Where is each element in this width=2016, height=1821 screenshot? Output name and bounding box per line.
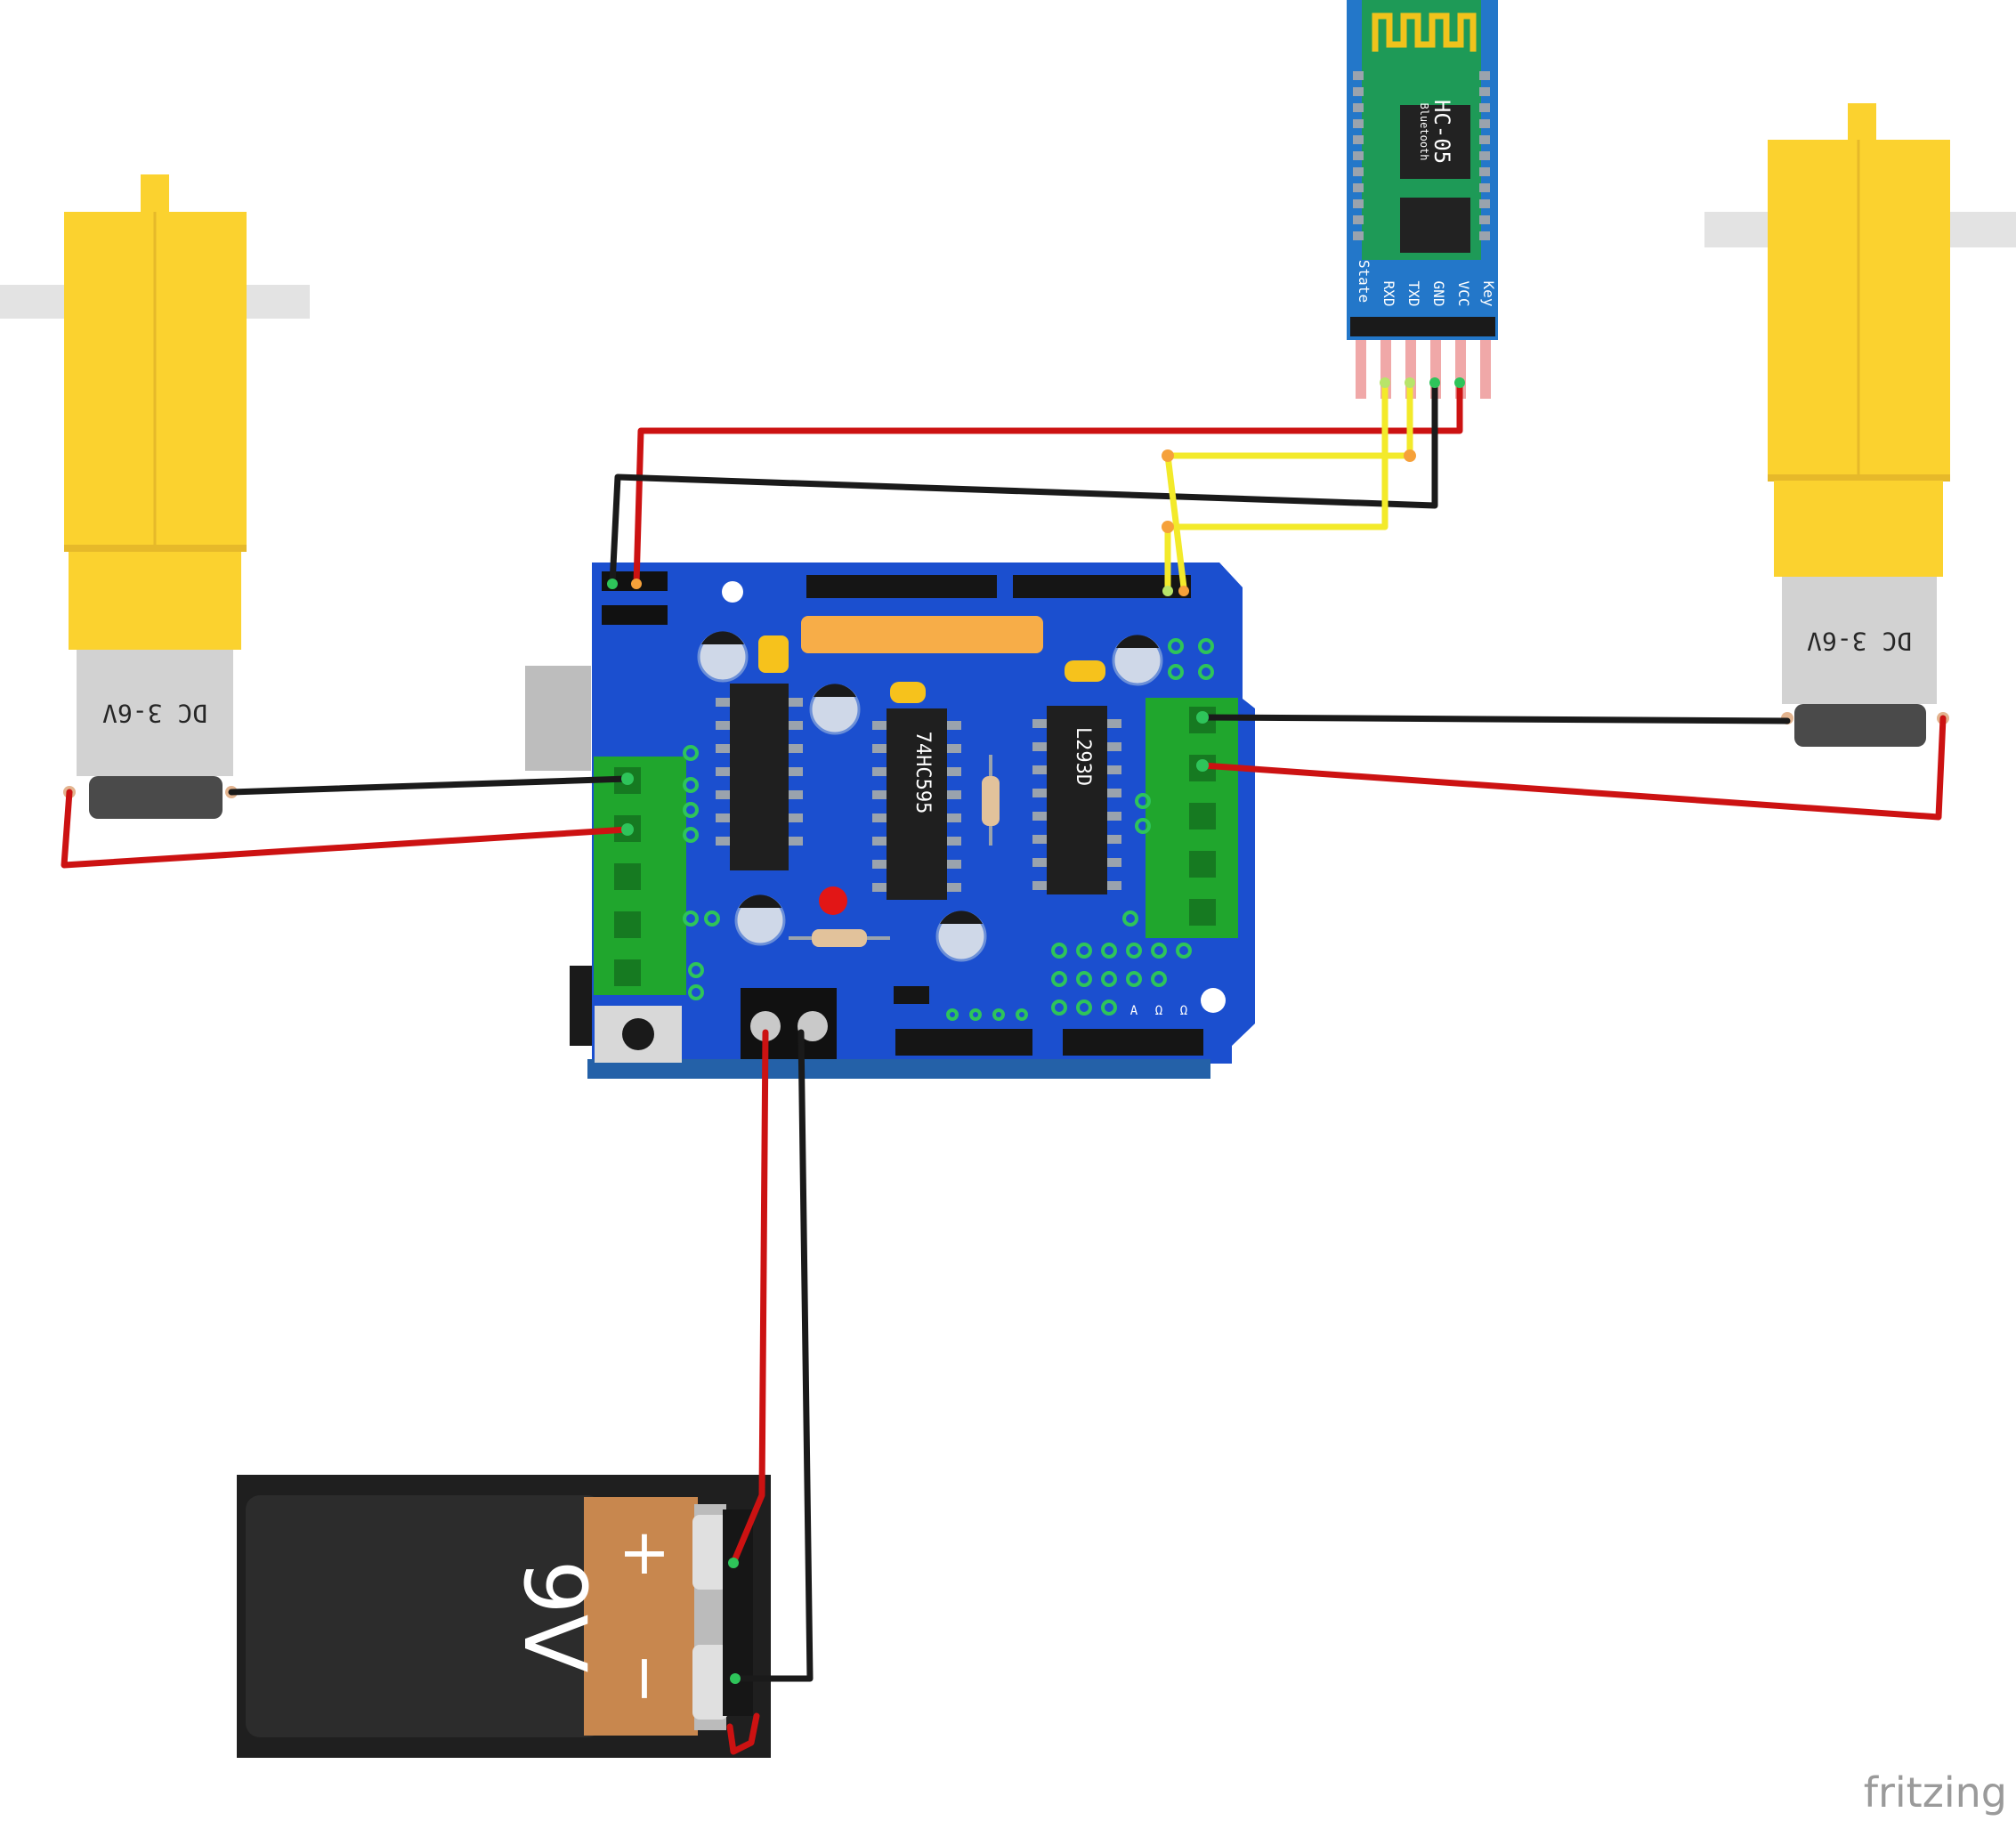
motor-right-cap <box>1794 704 1926 747</box>
bt-pin-label-rxd: RXD <box>1380 281 1397 307</box>
motor-right-label: DC 3-6V <box>1807 627 1912 656</box>
power-terminal <box>741 988 837 1059</box>
wire-bt-rxd-yellow <box>1164 379 1389 591</box>
battery-terminal-minus <box>692 1645 728 1720</box>
bt-side-pads <box>1353 71 1490 240</box>
resistor-network <box>801 616 1043 653</box>
bt-pin-label-state: State <box>1356 260 1372 303</box>
mounting-hole-1 <box>722 581 743 603</box>
wire-motor-right-red <box>1199 715 1947 821</box>
via-pads <box>683 638 1214 1021</box>
shield-board-edge <box>587 1059 1210 1079</box>
wire-bt-gnd-black <box>609 379 1438 587</box>
ic-74hc595-label: 74HC595 <box>911 732 934 814</box>
capacitor-top-left <box>697 631 749 683</box>
wire-motor-left-red <box>61 789 631 869</box>
capacitor-bottom-left <box>734 894 786 946</box>
battery-connector <box>723 1509 753 1716</box>
yellow-cap-2 <box>1065 660 1105 682</box>
motor-left-cap <box>89 776 223 819</box>
analog-labels: A Ω Ω <box>1130 1004 1187 1018</box>
header-bottom <box>894 986 1203 1056</box>
yellow-cap-3 <box>890 682 926 703</box>
bt-chip-label: HC-05 <box>1429 100 1454 164</box>
motor-shield: 74HC595 L293D <box>525 562 1255 1079</box>
power-jack <box>570 966 593 1046</box>
motor-right-lower <box>1774 481 1943 577</box>
reset-button <box>595 1006 682 1063</box>
bt-pin-label-txd: TXD <box>1405 281 1422 307</box>
analog-label-2: Ω <box>1155 1004 1162 1018</box>
fritzing-watermark: fritzing <box>1864 1768 2007 1817</box>
battery-voltage-label: 9V <box>505 1560 604 1673</box>
motor-left-can <box>77 650 233 776</box>
wire-bt-txd-yellow <box>1164 379 1413 591</box>
motor-left-label: DC 3-6V <box>102 699 207 728</box>
ic-left <box>716 684 803 870</box>
wire-end-pads <box>607 377 1465 1684</box>
wire-battery-black <box>732 1029 814 1682</box>
motor-right-shaft-tip <box>1848 103 1876 144</box>
bt-pin-label-gnd: GND <box>1430 281 1447 307</box>
bt-chip <box>1400 105 1470 179</box>
battery-plus-symbol: + <box>619 1516 671 1589</box>
capacitor-top-right <box>1112 635 1163 686</box>
motor-left-lower <box>69 552 241 650</box>
battery-label-band <box>584 1497 698 1736</box>
capacitor-mid <box>809 684 861 735</box>
bt-chip-sublabel: Bluetooth <box>1418 102 1430 160</box>
ic-l293d-label: L293D <box>1072 727 1094 786</box>
bluetooth-module: HC-05 Bluetooth State RXD TXD GND VCC Ke… <box>1347 0 1498 399</box>
motor-left: DC 3-6V <box>0 174 310 819</box>
mounting-hole-2 <box>1201 988 1226 1013</box>
bt-pin-labels: State RXD TXD GND VCC Key <box>1356 260 1497 307</box>
motor-right-can <box>1782 577 1937 704</box>
ic-74hc595: 74HC595 <box>872 708 961 900</box>
yellow-cap-1 <box>758 635 789 673</box>
analog-label-1: A <box>1130 1004 1138 1018</box>
wires <box>61 377 1947 1755</box>
battery-minus-symbol: − <box>610 1653 683 1705</box>
screw-terminal-left <box>594 757 686 995</box>
bt-chip-lower <box>1400 198 1470 253</box>
screw-terminal-right <box>1146 698 1238 938</box>
motor-left-shaft-tip <box>141 174 169 215</box>
wire-bt-vcc-red <box>633 379 1463 587</box>
bt-antenna-icon <box>1372 12 1477 52</box>
wire-battery-red-loop <box>726 1712 760 1755</box>
ic-l293d: L293D <box>1032 706 1121 894</box>
digital-header-top <box>806 575 1191 598</box>
capacitor-bottom-right <box>935 910 987 962</box>
motor-right: DC 3-6V <box>1704 103 2016 747</box>
analog-label-3: Ω <box>1180 1004 1187 1018</box>
resistor-horizontal <box>789 929 890 947</box>
bt-header-pins <box>1350 317 1495 399</box>
battery-terminal-plus <box>692 1515 728 1590</box>
bt-pin-label-vcc: VCC <box>1455 281 1472 307</box>
wire-motor-left-black <box>228 775 631 796</box>
battery-9v: 9V + − <box>237 1475 771 1758</box>
battery-body <box>246 1495 602 1737</box>
usb-port <box>525 666 591 771</box>
led-red <box>819 886 847 915</box>
resistor-vertical <box>982 755 1000 846</box>
bt-pin-label-key: Key <box>1480 281 1497 307</box>
wire-battery-red <box>730 1029 769 1566</box>
wire-motor-right-black <box>1199 714 1791 724</box>
